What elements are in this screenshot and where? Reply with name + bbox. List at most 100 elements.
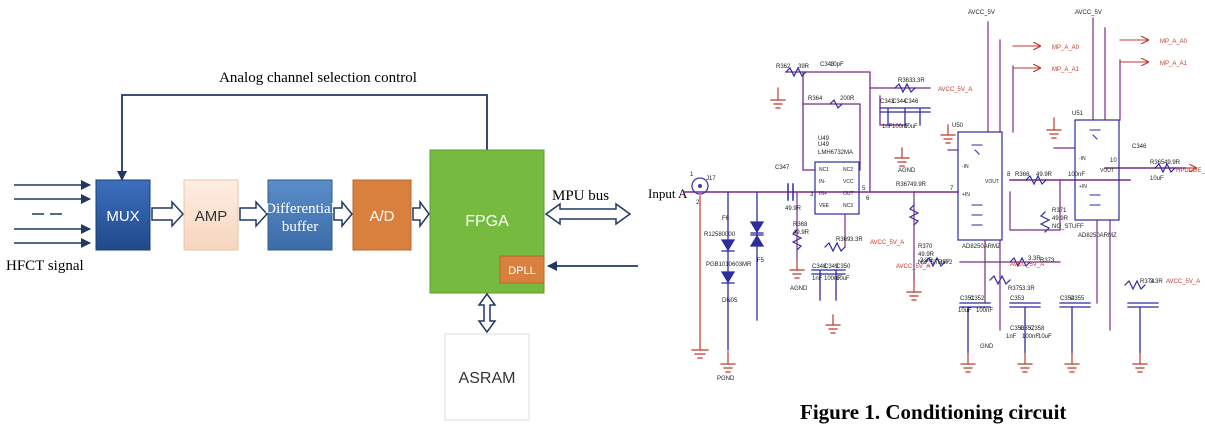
connector-j17-pin <box>698 184 702 188</box>
fpga-label: FPGA <box>465 213 509 230</box>
schematic-label: 6 <box>866 196 870 202</box>
chip-u49-pin-nc3: NC3 <box>843 203 853 209</box>
net-flags <box>1012 40 1196 168</box>
schematic-label: AVCC_5V_A <box>870 240 904 246</box>
schematic-label: 3.3R <box>1022 286 1035 292</box>
dpll-block <box>499 255 545 284</box>
schematic-label: 1nF <box>812 276 823 282</box>
schematic-label: R362 <box>776 64 791 70</box>
schematic-label: J17 <box>706 176 716 182</box>
adc-fpga-arrow <box>412 199 430 229</box>
amp-label: AMP <box>195 208 228 225</box>
chip-u49-pin-in-neg: IN- <box>819 179 826 185</box>
schematic-label: MP_A_A0 <box>1160 39 1188 45</box>
schematic-label: 3.3R <box>850 237 863 243</box>
chip-u49-pin-nc1: NC1 <box>819 167 829 173</box>
schematic-label: R366 <box>1015 172 1030 178</box>
amp-block <box>183 179 239 251</box>
schematic-label: AGND <box>898 168 916 174</box>
protection-diodes <box>720 191 765 351</box>
schematic-label: 100nF <box>892 124 909 130</box>
chip-u50-ref: U50 <box>952 123 964 129</box>
mpu-bus-label: MPU bus <box>552 188 609 204</box>
schematic-label: 100nF <box>1068 172 1085 178</box>
schematic-label: 3.3R <box>1150 279 1163 285</box>
differential-buffer-block <box>267 179 333 251</box>
dpll-label: DPLL <box>508 265 536 277</box>
schematic-label: PGB1010603MR <box>706 262 752 268</box>
schematic: Input A <box>648 10 1205 382</box>
chip-u50-pin-in-neg: -IN <box>962 164 969 170</box>
schematic-label: R372 <box>938 260 953 266</box>
schematic-label: C351 <box>960 296 975 302</box>
schematic-label: AVCC_5V_A <box>896 264 930 270</box>
schematic-label: 10 <box>1110 158 1117 164</box>
schematic-label: C348 <box>812 264 827 270</box>
schematic-label: C343 <box>880 99 895 105</box>
schematic-label: 100nF <box>1022 334 1039 340</box>
schematic-label: AVCC_5V <box>1075 10 1102 16</box>
schematic-label: C344 <box>892 99 907 105</box>
schematic-label: HPDCDE_A <box>1176 168 1205 174</box>
hfct-signal-label: HFCT signal <box>6 258 84 274</box>
schematic-label: C350 <box>836 264 851 270</box>
schematic-label: C347 <box>775 165 790 171</box>
schematic-label: 10uF <box>904 124 918 130</box>
fpga-asram-arrow <box>477 292 497 334</box>
chip-u49-part: LMH6732MA <box>818 150 853 156</box>
schematic-label: R373 <box>1040 258 1055 264</box>
schematic-label: 49.9R <box>918 252 935 258</box>
chip-u50-pin-vout: VOUT <box>985 179 999 185</box>
chip-u49-pin-nc2: NC2 <box>843 167 853 173</box>
schematic-label: 10uF <box>958 308 972 314</box>
schematic-label: 49.9R <box>785 206 802 212</box>
amp-diff-arrow <box>239 200 269 228</box>
asram-label: ASRAM <box>459 370 516 387</box>
schematic-label: 1nF <box>882 124 893 130</box>
control-feedback-line <box>117 94 488 181</box>
capacitor-banks <box>811 107 1159 353</box>
schematic-label: C356 <box>1010 326 1025 332</box>
chip-u51-ref: U51 <box>1072 111 1084 117</box>
schematic-label: U49 <box>818 136 830 142</box>
schematic-label: C346 <box>1132 144 1147 150</box>
schematic-label: R365 <box>1150 160 1165 166</box>
chip-u50 <box>957 131 1003 241</box>
schematic-label: 1nF <box>1006 334 1017 340</box>
schematic-input-label: Input A <box>648 186 688 201</box>
hfct-input-arrows <box>14 180 91 248</box>
schematic-label: AVCC_5V_A <box>1166 279 1200 285</box>
differential-buffer-label-line2: buffer <box>282 219 318 235</box>
schematic-label: 3.3R <box>912 78 925 84</box>
schematic-label: MP_A_A0 <box>1052 45 1080 51</box>
schematic-label: F6 <box>722 216 730 222</box>
chip-u49-pin-in-pos: IN+ <box>819 191 827 197</box>
schematic-label: 10pF <box>830 62 844 68</box>
schematic-label: 5 <box>862 186 866 192</box>
schematic-label: 2 <box>696 200 700 206</box>
schematic-label: AVCC_5V <box>968 10 995 16</box>
schematic-label: R12580000 <box>704 232 736 238</box>
schematic-label: R371 <box>1052 208 1067 214</box>
chip-u51-pin-in-pos: +IN <box>1079 184 1087 190</box>
schematic-label: 39R <box>798 64 810 70</box>
schematic-label: 10uF <box>836 276 850 282</box>
schematic-label: AVCC_5V_A <box>938 87 972 93</box>
schematic-label: 1 <box>690 172 694 178</box>
differential-buffer-label-line1: Differential <box>265 201 335 217</box>
diff-adc-arrow <box>333 199 353 229</box>
schematic-label: 3 <box>810 192 814 198</box>
chip-u49-pin-out: OUT <box>843 191 854 197</box>
block-diagram: Analog channel selection control HFCT si… <box>6 70 638 421</box>
mux-amp-arrow <box>151 200 185 228</box>
schematic-label: MP_A_A1 <box>1052 67 1080 73</box>
schematic-label: R364 <box>808 96 823 102</box>
mpu-bus-arrow <box>544 202 632 226</box>
chip-u49-pin-vee: VEE <box>819 203 830 209</box>
schematic-label: C352 <box>970 296 985 302</box>
schematic-label: C355 <box>1070 296 1085 302</box>
schematic-label: 49.9R <box>793 230 810 236</box>
schematic-label: 49.9R <box>1164 160 1181 166</box>
schematic-label: AVCC_5V_A <box>1010 262 1044 268</box>
schematic-label: 49.9R <box>910 182 927 188</box>
